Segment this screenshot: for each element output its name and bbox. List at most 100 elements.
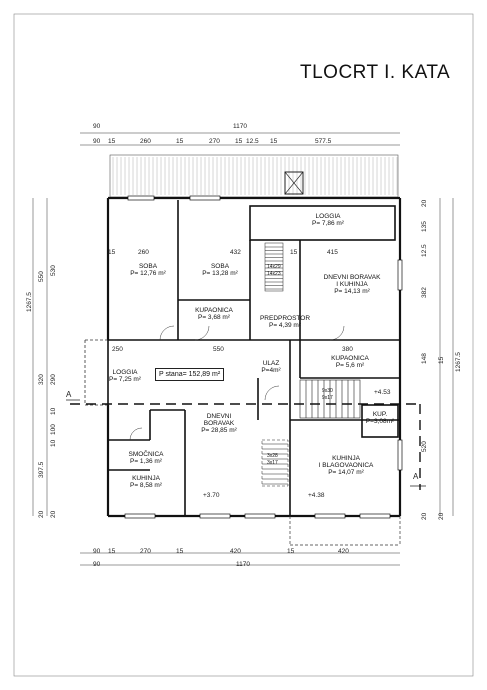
right-dim: 20 bbox=[438, 512, 445, 520]
section-arrows bbox=[66, 399, 426, 487]
level-marker: +4.38 bbox=[308, 492, 325, 499]
door-swings bbox=[129, 325, 345, 441]
left-dim: 320 bbox=[38, 374, 45, 385]
room-smocnica: SMOČNICA P= 1,36 m² bbox=[120, 451, 172, 465]
room-area: P= 28,85 m² bbox=[201, 427, 237, 434]
room-area: P= 13,28 m² bbox=[202, 270, 238, 277]
right-dim: 520 bbox=[421, 441, 428, 452]
room-name: SMOČNICA bbox=[128, 451, 164, 458]
bottom-offset-dim: 90 bbox=[93, 548, 101, 555]
small-staircase-bottom bbox=[261, 439, 289, 487]
room-name: KUPAONICA bbox=[195, 307, 233, 314]
top-offset-dim: 12.5 bbox=[246, 138, 259, 145]
right-dim: 148 bbox=[421, 353, 428, 364]
chimney bbox=[284, 171, 304, 195]
top-segment-dim: 270 bbox=[209, 138, 220, 145]
room-area: P= 1,36 m² bbox=[130, 458, 162, 465]
room-name-line1: DNEVNI BORAVAK bbox=[323, 274, 381, 281]
bottom-offset-dim: 15 bbox=[287, 548, 295, 555]
room-name: KUHINJA bbox=[132, 475, 160, 482]
total-area-box: P stana= 152,89 m² bbox=[155, 368, 225, 381]
room-area: P= 4,39 m² bbox=[269, 322, 301, 329]
bottom-segment-dim: 420 bbox=[230, 548, 241, 555]
bottom-offset-dim: 15 bbox=[176, 548, 184, 555]
left-dim: 290 bbox=[50, 374, 57, 385]
room-area: P= 5,6 m² bbox=[335, 362, 365, 369]
right-dim: 382 bbox=[421, 287, 428, 298]
section-marker-right: A bbox=[413, 472, 419, 481]
room-kuhinja-blagovaonica: KUHINJA I BLAGOVAONICA P= 14,07 m² bbox=[308, 455, 384, 476]
interior-walls bbox=[107, 200, 400, 516]
right-dim: 135 bbox=[421, 221, 428, 232]
top-offset-dim: 15 bbox=[108, 138, 116, 145]
roof-hatch bbox=[109, 154, 399, 198]
bottom-overall-dim: 1170 bbox=[236, 561, 250, 568]
room-area: P=3,08m² bbox=[365, 418, 395, 425]
left-dim: 20 bbox=[38, 510, 45, 518]
room-loggia-top: LOGGIA P= 7,86 m² bbox=[304, 213, 352, 227]
inner-dim: 380 bbox=[342, 346, 353, 353]
left-dim: 20 bbox=[50, 510, 57, 518]
top-offset-dim: 90 bbox=[93, 138, 101, 145]
stair-note-bottom: 3x28 3x17 bbox=[267, 453, 278, 466]
top-segment-dim: 260 bbox=[140, 138, 151, 145]
room-name: SOBA bbox=[138, 263, 158, 270]
left-dim: 10 bbox=[50, 439, 57, 447]
left-dim: 530 bbox=[50, 265, 57, 276]
room-name: LOGGIA bbox=[112, 369, 138, 376]
top-offset-dim: 90 bbox=[93, 123, 101, 130]
room-name: LOGGIA bbox=[315, 213, 341, 220]
room-ulaz: ULAZ P=4m² bbox=[256, 360, 286, 374]
room-name-line2: I BLAGOVAONICA bbox=[318, 462, 374, 469]
room-name-line2: I KUHINJA bbox=[336, 281, 368, 288]
inner-dim: 250 bbox=[112, 346, 123, 353]
inner-dim: 550 bbox=[213, 346, 224, 353]
windows bbox=[124, 195, 403, 519]
inner-dim: 432 bbox=[230, 249, 241, 256]
room-dnevni-boravak-top: DNEVNI BORAVAK I KUHINJA P= 14,13 m² bbox=[317, 274, 387, 295]
room-area: P= 8,58 m² bbox=[130, 482, 162, 489]
bottom-offset-dim: 15 bbox=[108, 548, 116, 555]
top-offset-dim: 15 bbox=[235, 138, 243, 145]
right-dim: 12.5 bbox=[421, 244, 428, 257]
room-loggia-left: LOGGIA P= 7,25 m² bbox=[100, 369, 150, 383]
left-dim: 550 bbox=[38, 271, 45, 282]
sheet-border bbox=[13, 13, 474, 677]
room-soba-2: SOBA P= 13,28 m² bbox=[190, 263, 250, 277]
room-name: KUPAONICA bbox=[331, 355, 369, 362]
room-area: P= 3,68 m² bbox=[198, 314, 230, 321]
left-dim: 100 bbox=[50, 424, 57, 435]
overhang-outline bbox=[289, 516, 401, 546]
inner-dim: 415 bbox=[327, 249, 338, 256]
level-marker: +4.53 bbox=[374, 389, 391, 396]
top-offset-dim: 15 bbox=[176, 138, 184, 145]
room-area: P= 7,25 m² bbox=[109, 376, 141, 383]
room-name: PREDPROSTOR bbox=[259, 315, 311, 322]
stair-note-main: 9x30 9x17 bbox=[322, 388, 333, 401]
top-offset-dim: 15 bbox=[270, 138, 278, 145]
level-marker: +3.70 bbox=[203, 492, 220, 499]
room-area: P= 14,07 m² bbox=[328, 469, 364, 476]
room-name: KUP. bbox=[372, 411, 388, 418]
bottom-segment-dim: 420 bbox=[338, 548, 349, 555]
room-kup: KUP. P=3,08m² bbox=[362, 411, 398, 425]
right-dim: 15 bbox=[438, 356, 445, 364]
right-overall-dim: 1267.5 bbox=[455, 352, 462, 372]
right-dim: 20 bbox=[421, 199, 428, 207]
loggia-outline bbox=[84, 339, 108, 406]
room-name-line2: BORAVAK bbox=[203, 420, 235, 427]
inner-dim: 15 bbox=[290, 249, 298, 256]
room-name: ULAZ bbox=[262, 360, 280, 367]
left-dim: 10 bbox=[50, 407, 57, 415]
left-overall-dim: 1267.5 bbox=[26, 292, 33, 312]
room-name: SOBA bbox=[210, 263, 230, 270]
dimension-lines bbox=[32, 132, 454, 566]
left-dim: 397.5 bbox=[38, 461, 45, 478]
stair-note-top: 14x29 14x23 bbox=[267, 264, 281, 277]
room-kupaonica-2: KUPAONICA P= 5,6 m² bbox=[320, 355, 380, 369]
bottom-segment-dim: 270 bbox=[140, 548, 151, 555]
room-area: P= 14,13 m² bbox=[334, 288, 370, 295]
room-area: P= 12,76 m² bbox=[130, 270, 166, 277]
room-soba-1: SOBA P= 12,76 m² bbox=[118, 263, 178, 277]
